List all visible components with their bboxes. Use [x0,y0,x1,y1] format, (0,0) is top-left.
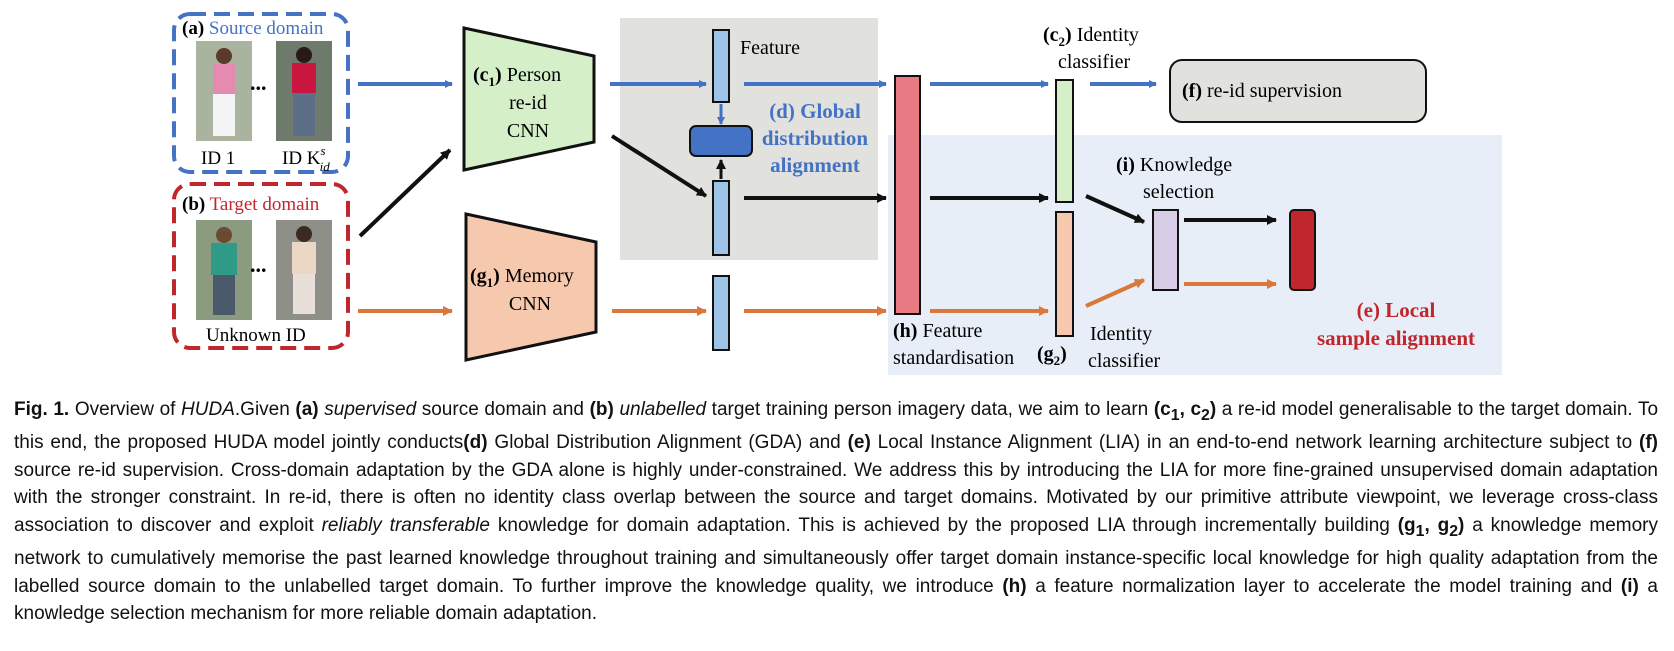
id-classifier-top-line2: classifier [1058,51,1131,73]
source-person-image-2 [276,41,332,141]
gda-line2: distribution [762,126,869,150]
target-dots: ... [250,252,267,277]
feature-bar-source [712,29,730,103]
knowledge-selection-line1: Knowledge [1140,154,1232,176]
svg-text:(c2) Identity: (c2) Identity [1043,24,1139,49]
source-dots: ... [250,70,267,95]
svg-text:(a) Source domain: (a) Source domain [182,18,324,39]
svg-text:(h) Feature: (h) Feature [893,320,983,342]
caption-fig-label: Fig. 1. [14,399,70,420]
memory-cnn [464,212,598,362]
source-domain-label: Source domain [209,18,324,39]
feature-label: Feature [740,37,800,59]
target-person-image-2 [276,220,332,320]
source-tag: (a) [182,18,204,39]
lia-panel [888,135,1502,375]
local-alignment-block [1289,209,1316,291]
target-domain-label: Target domain [210,194,320,215]
id-classifier-bottom-line1: Identity [1090,323,1152,345]
id-classifier-bottom-line2: classifier [1088,350,1161,372]
knowledge-selection-block [1152,209,1179,291]
source-id1: ID 1 [201,148,235,169]
memory-cnn-line1: Memory [505,265,574,287]
local-alignment-line1: (e) Local [1357,298,1436,322]
feature-bar-memory [712,275,730,351]
person-cnn-line3: CNN [507,120,549,142]
gda-line3: alignment [770,153,860,177]
source-domain-box [172,12,350,174]
svg-text:(b) Target domain: (b) Target domain [182,194,320,215]
knowledge-selection-line2: selection [1143,181,1214,203]
svg-text:(c1) Person: (c1) Person [473,64,561,89]
reid-supervision-text: re-id supervision [1207,80,1342,102]
arrow-classifier-to-selection [1085,194,1145,224]
identity-classifier-top [1055,79,1074,203]
memory-cnn-line2: CNN [509,293,551,315]
svg-text:(i) Knowledge: (i) Knowledge [1116,154,1232,176]
svg-text:(g2): (g2) [1037,343,1067,368]
gda-block [689,125,753,157]
arrow-target-to-cnn [358,148,452,238]
target-unknown-id: Unknown ID [206,325,306,346]
feat-std-line2: standardisation [893,347,1014,369]
source-person-image-1 [196,41,252,141]
identity-classifier-bottom [1055,211,1074,337]
id-classifier-top-line1: Identity [1077,24,1139,46]
person-cnn-line2: re-id [509,92,547,114]
arrow-cnn-to-feature-mid [610,134,708,198]
feature-standardisation-bar [894,75,921,315]
reid-supervision-box [1169,59,1427,123]
feat-std-line1: Feature [922,320,982,342]
svg-text:(f) re-id supervision: (f) re-id supervision [1182,80,1342,102]
person-cnn-line1: Person [507,64,561,86]
target-tag: (b) [182,194,205,215]
target-domain-box [172,182,350,350]
local-alignment-line2: sample alignment [1317,326,1475,350]
figure-caption: Fig. 1. Overview of HUDA.Given (a) super… [14,399,1659,625]
feature-bar-target [712,180,730,256]
arrow-memory-to-selection [1085,278,1145,308]
person-reid-cnn [462,26,596,172]
svg-text:(g1) Memory: (g1) Memory [470,265,574,290]
target-person-image-1 [196,220,252,320]
gda-line1: (d) Global [769,99,861,123]
